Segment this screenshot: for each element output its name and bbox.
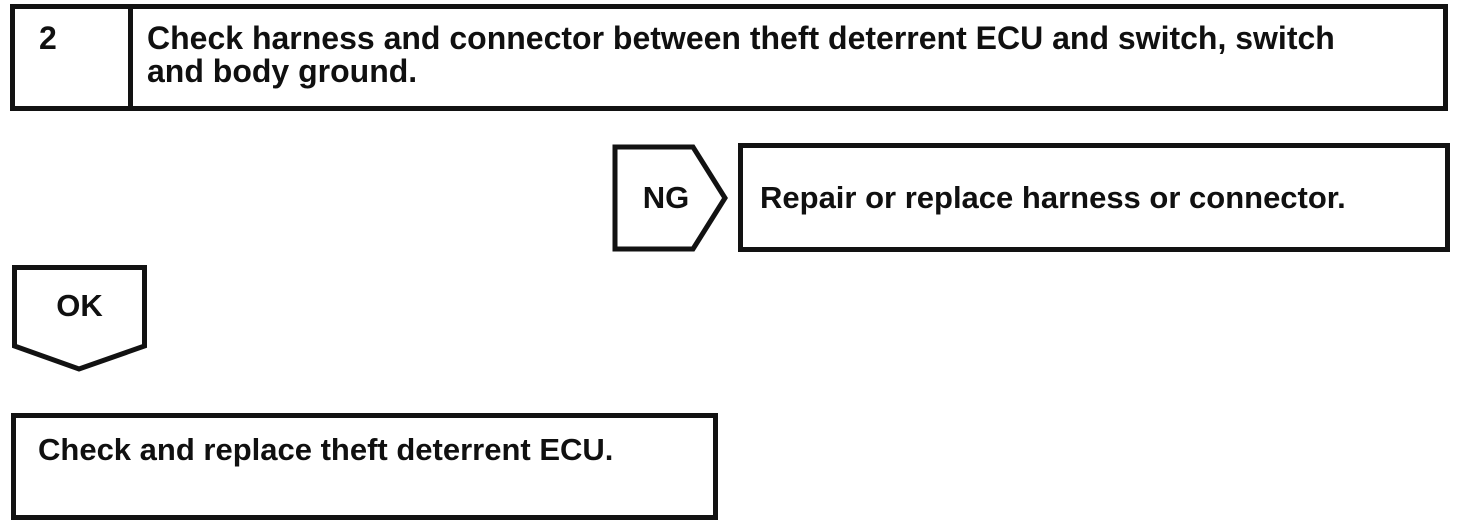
ng-connector-shape: NG bbox=[612, 144, 728, 252]
ok-pentagon-icon bbox=[12, 265, 147, 372]
ok-result-box: Check and replace theft deterrent ECU. bbox=[11, 413, 718, 520]
step-box: 2 Check harness and connector between th… bbox=[10, 4, 1448, 111]
step-instruction-text: Check harness and connector between thef… bbox=[147, 20, 1335, 89]
step-number: 2 bbox=[15, 9, 133, 106]
ok-label: OK bbox=[56, 288, 103, 323]
step-instruction-cell: Check harness and connector between thef… bbox=[133, 9, 1443, 106]
ng-result-text: Repair or replace harness or connector. bbox=[760, 179, 1346, 215]
ok-connector-shape: OK bbox=[12, 265, 147, 372]
ok-result-text: Check and replace theft deterrent ECU. bbox=[38, 432, 614, 467]
ng-pentagon-icon bbox=[612, 144, 728, 252]
ng-result-box: Repair or replace harness or connector. bbox=[738, 143, 1450, 252]
ng-label: NG bbox=[642, 180, 690, 215]
